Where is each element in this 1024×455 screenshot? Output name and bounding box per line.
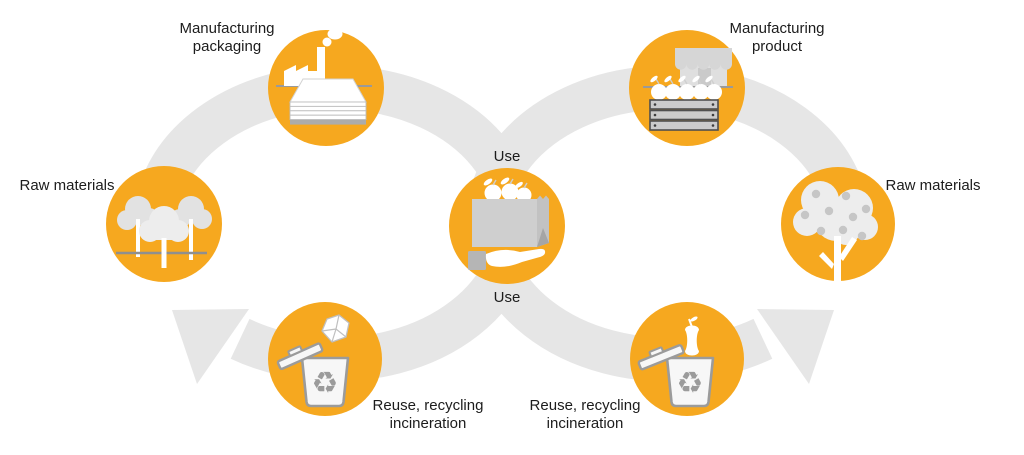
label-line: incineration [389, 415, 467, 432]
apple-core [685, 316, 699, 356]
label-line: Manufacturing [729, 20, 825, 37]
apples-in-bag [483, 177, 532, 203]
node-raw-materials-right [781, 167, 895, 281]
crumpled-paper [321, 314, 350, 343]
label-line: Use [493, 148, 521, 165]
sleeve [468, 251, 486, 270]
node-manufacturing-product [629, 30, 745, 146]
node-manufacturing-packaging [268, 28, 384, 146]
apple-tree-icon [793, 181, 878, 281]
label-reuse-recycling-right: Reuse, recycling incineration [490, 397, 680, 433]
label-line: Reuse, recycling [529, 397, 641, 414]
recycle-bin-paper-icon: ♻ [274, 314, 350, 408]
recycle-symbol: ♻ [677, 366, 704, 401]
left-cycle-arrowhead [172, 309, 249, 384]
right-cycle-ring [465, 65, 870, 384]
shopping-bag-hand-icon [468, 177, 549, 270]
recycle-symbol: ♻ [312, 366, 339, 401]
label-use-bottom: Use [465, 289, 549, 307]
hand [485, 248, 546, 267]
label-line: packaging [192, 38, 262, 55]
label-manufacturing-product: Manufacturing product [682, 20, 872, 56]
label-line: Reuse, recycling [372, 397, 484, 414]
apples-in-crate [650, 75, 722, 100]
right-cycle-arrowhead [757, 309, 834, 384]
node-reuse-recycling-right: ♻ [630, 302, 744, 416]
label-raw-materials-left: Raw materials [6, 177, 128, 195]
label-line: Raw materials [885, 177, 981, 194]
node-raw-materials-left [106, 166, 222, 282]
label-line: incineration [546, 415, 624, 432]
label-line: product [751, 38, 803, 55]
label-raw-materials-right: Raw materials [872, 177, 994, 195]
factory-paper-stack-icon [276, 28, 372, 125]
label-reuse-recycling-left: Reuse, recycling incineration [333, 397, 523, 433]
label-line: Raw materials [19, 177, 115, 194]
label-use-top: Use [465, 148, 549, 166]
trees-icon [116, 196, 212, 268]
market-stall-crate-icon [643, 48, 733, 131]
node-reuse-recycling-left: ♻ [268, 302, 382, 416]
recycle-bin-apple-icon: ♻ [635, 316, 715, 408]
label-line: Use [493, 289, 521, 306]
label-manufacturing-packaging: Manufacturing packaging [132, 20, 322, 56]
node-use [449, 168, 565, 284]
crate [649, 99, 719, 131]
label-line: Manufacturing [179, 20, 275, 37]
